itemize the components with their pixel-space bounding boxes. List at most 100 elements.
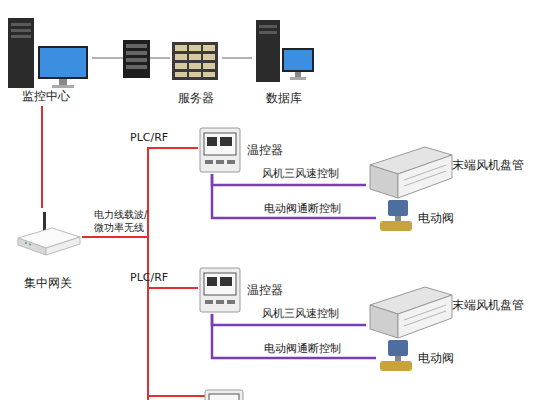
thermostat-button [205,160,213,164]
device-group [200,268,452,371]
thermostat-body [200,128,240,172]
monitor-stand [59,79,67,85]
db-monitor-screen [284,50,312,70]
server-drive [203,72,215,77]
thermostat-button [216,300,224,304]
valve-node: 电动阀 [376,336,458,378]
fancoil-grille [404,311,446,326]
router-antenna [43,212,46,234]
node-label: 监控中心 [0,88,92,104]
db-tower [256,20,280,82]
fancoil-face [398,155,452,198]
connector [82,148,198,237]
node-label: 温控器 [247,142,283,158]
rack-slot [126,51,147,55]
connector-label: 电动阀通断控制 [264,202,341,216]
node-label: 温控器 [247,282,283,298]
db-monitor-stand [295,72,301,77]
server-drive [189,54,201,60]
connector-label: 风机三风速控制 [262,307,339,321]
thermostat-button [205,300,213,304]
connector [92,57,170,59]
rack-slot [126,58,147,62]
device-group [200,128,452,231]
server-drive [189,72,201,77]
connector-label: PLC/RF [130,131,168,145]
fancoil-end [370,305,398,338]
fancoil-grille [404,165,446,180]
server-drive [175,72,187,77]
thermostat-screen [204,133,236,155]
thermostat-node: 温控器 [198,126,286,174]
server-node: 服务器 [170,38,222,106]
router-front [18,238,46,255]
rack-icon [123,40,150,78]
thermostat-body [200,268,240,312]
thermostat-node: 温控器 [198,266,286,314]
database-node: 数据库 [252,18,316,106]
monitor-frame [38,46,88,79]
connector-label: 电动阀通断控制 [264,342,341,356]
gateway-node: 集中网关 [14,208,82,292]
thermostat-button [227,300,235,304]
pc-tower [8,18,34,88]
router-top [18,228,80,248]
server-drive [203,45,215,51]
db-tower-slot [259,31,277,34]
fancoil-face [398,295,452,338]
fancoil-node: 末端风机盘管 [366,140,536,202]
thermostat-body [205,390,243,400]
monitor-base [52,85,74,88]
valve-neck [395,356,401,361]
node-label: 末端风机盘管 [452,157,524,173]
router-led [29,244,31,246]
thermostat-digit [207,137,217,146]
connector [222,57,252,59]
valve-node: 电动阀 [376,196,458,238]
node-label: 数据库 [252,90,316,106]
thermostat-button [216,160,224,164]
valve-neck [395,216,401,221]
connector [82,237,198,288]
fancoil-grille [404,305,446,320]
server-drive [189,63,201,69]
link-type-note: 电力线载波/ 微功率无线 [94,208,154,234]
server-drive [175,54,187,60]
connector [41,106,43,208]
server-drive [175,63,187,69]
fancoil-top [370,287,452,314]
node-label: 末端风机盘管 [452,297,524,313]
rack-slot [126,65,147,69]
server-drive [189,45,201,51]
server-icon [172,42,218,80]
fancoil-grille [404,171,446,186]
node-label: 集中网关 [14,275,82,291]
valve-body [380,361,412,371]
server-drive [175,45,187,51]
rack-slot [126,44,147,48]
fancoil-top [370,147,452,174]
fancoil-end [370,165,398,198]
bus-wire [148,395,205,397]
connector-label: 风机三风速控制 [262,167,339,181]
thermostat-digit [220,277,232,286]
node-label: 服务器 [170,90,222,106]
server-drive [203,54,215,60]
monitor-screen [40,48,86,77]
valve-actuator [388,200,408,216]
pc-tower-slot [11,29,31,32]
connector-label: PLC/RF [130,271,168,285]
node-label: 电动阀 [418,350,454,366]
fancoil-node: 末端风机盘管 [366,280,536,342]
monitor-center: 监控中心 [0,14,92,106]
server-drive [203,63,215,69]
valve-body [380,221,412,231]
db-monitor-base [290,77,306,80]
thermostat-screen [204,273,236,295]
router-led [25,242,27,244]
pc-tower-slot [11,35,31,38]
thermostat-digit [207,277,217,286]
